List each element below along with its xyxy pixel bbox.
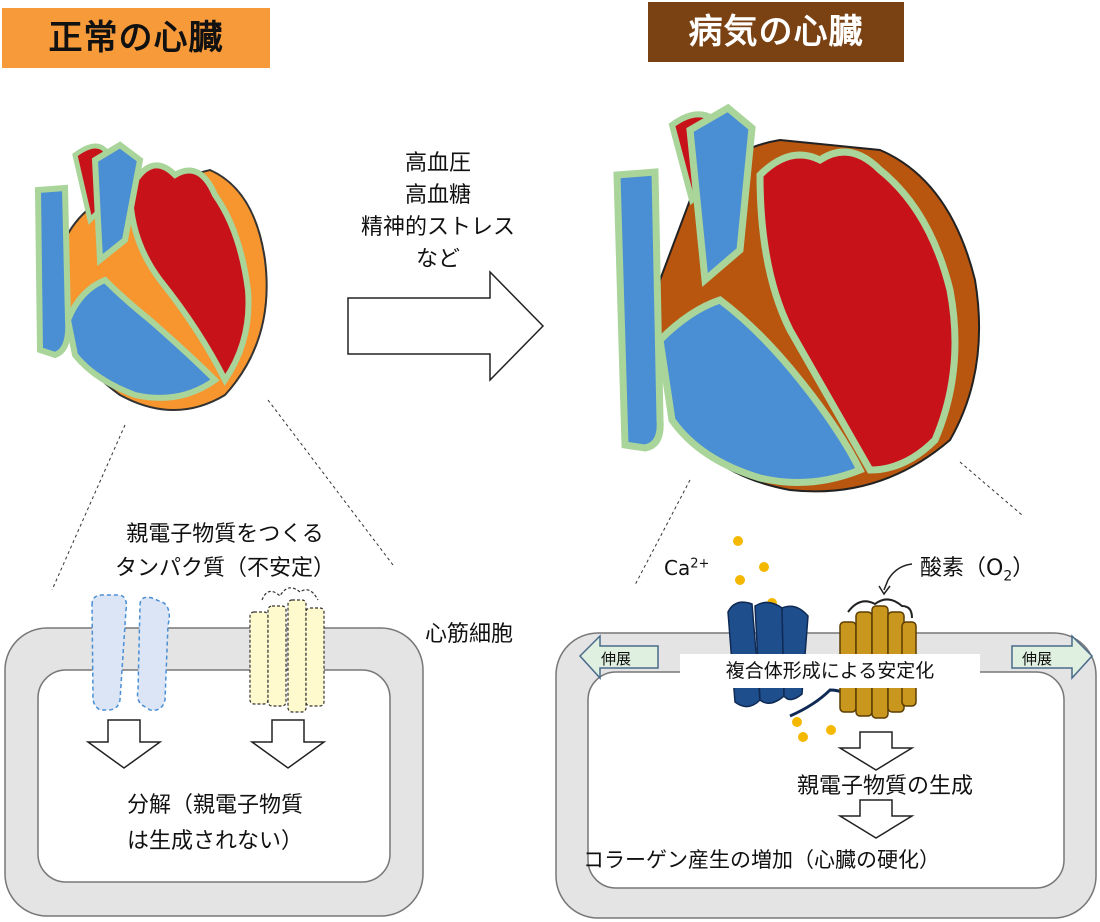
protein-label-line1: 親電子物質をつくる bbox=[126, 522, 324, 547]
stretch-label-left: 伸展 bbox=[601, 650, 632, 668]
calcium-prefix: Ca bbox=[664, 556, 691, 580]
stretch-arrow-right bbox=[1011, 634, 1094, 680]
oxygen-subscript: 2 bbox=[1003, 568, 1013, 585]
zoom-line-left-b bbox=[267, 399, 394, 566]
calcium-label: Ca2+ bbox=[664, 556, 709, 580]
unstable-blue-protein bbox=[91, 594, 171, 712]
causes-list: 高血圧 高血糖 精神的ストレス など bbox=[361, 148, 515, 276]
left-cell bbox=[4, 627, 424, 917]
protein-label-line2: タンパク質（不安定） bbox=[114, 556, 335, 581]
oxygen-text: 酸素（O bbox=[920, 556, 1004, 581]
collagen-increase-label: コラーゲン産生の増加（心臓の硬化） bbox=[583, 848, 940, 872]
zoom-line-left-a bbox=[51, 424, 126, 591]
protein-label: 親電子物質をつくる タンパク質（不安定） bbox=[90, 518, 360, 586]
oxygen-pointer bbox=[883, 563, 913, 591]
cause-hyperglycemia: 高血糖 bbox=[404, 183, 471, 208]
oxygen-close: ） bbox=[1012, 556, 1035, 581]
stretch-label-right: 伸展 bbox=[1022, 650, 1053, 668]
cause-hypertension: 高血圧 bbox=[404, 151, 471, 176]
down-arrow-left-1 bbox=[85, 719, 163, 769]
degradation-result: 分解（親電子物質 は生成されない） bbox=[80, 788, 350, 860]
down-arrow-right-1 bbox=[837, 731, 915, 771]
down-arrow-right-2 bbox=[837, 799, 915, 839]
complex-stabilization-label: 複合体形成による安定化 bbox=[680, 654, 980, 688]
zoom-line-right-b bbox=[959, 461, 1023, 516]
diseased-heart-illustration bbox=[613, 103, 981, 493]
cause-etc: など bbox=[415, 247, 460, 272]
cardiomyocyte-label: 心筋細胞 bbox=[425, 622, 514, 647]
calcium-sup: 2+ bbox=[690, 556, 710, 572]
right-cell bbox=[555, 632, 1097, 919]
unstable-yellow-protein bbox=[249, 587, 325, 713]
oxygen-label: 酸素（O2） bbox=[920, 550, 1034, 584]
diseased-heart-title: 病気の心臓 bbox=[648, 2, 904, 62]
electrophile-production-label: 親電子物質の生成 bbox=[796, 774, 973, 799]
degradation-line1: 分解（親電子物質 bbox=[126, 793, 303, 818]
progression-arrow bbox=[347, 270, 545, 382]
normal-heart-illustration bbox=[34, 141, 268, 411]
down-arrow-left-2 bbox=[249, 719, 327, 769]
degradation-line2: は生成されない） bbox=[126, 829, 303, 854]
normal-heart-title: 正常の心臓 bbox=[2, 8, 270, 68]
cause-stress: 精神的ストレス bbox=[360, 215, 515, 240]
stretch-arrow-left bbox=[578, 634, 659, 680]
zoom-line-right-a bbox=[634, 479, 691, 586]
